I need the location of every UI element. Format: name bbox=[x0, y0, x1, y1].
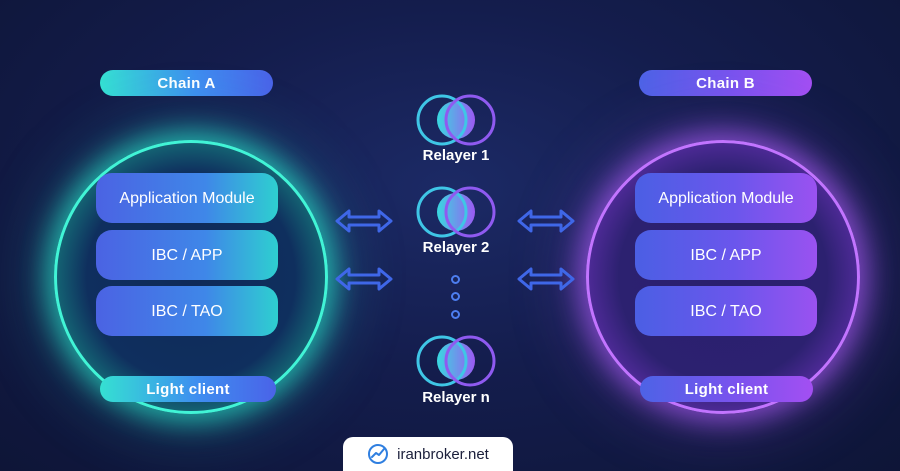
chain-a-title: Chain A bbox=[100, 70, 273, 96]
ellipsis-dot bbox=[451, 275, 460, 284]
relayer-n-icon bbox=[416, 335, 496, 387]
ellipsis-dot bbox=[451, 292, 460, 301]
watermark-badge: iranbroker.net bbox=[343, 437, 513, 471]
chart-logo-icon bbox=[368, 444, 389, 464]
chain-b-light-client: Light client bbox=[640, 376, 813, 402]
relayer-2-icon bbox=[416, 186, 496, 238]
chain-b-ibc-tao: IBC / TAO bbox=[635, 286, 817, 336]
ellipsis-dot bbox=[451, 310, 460, 319]
double-arrow-icon bbox=[517, 209, 575, 233]
chain-a-ibc-tao: IBC / TAO bbox=[96, 286, 278, 336]
watermark-text: iranbroker.net bbox=[397, 445, 489, 463]
chain-b-title: Chain B bbox=[639, 70, 812, 96]
relayer-2-label: Relayer 2 bbox=[422, 239, 490, 256]
chain-b-application-module: Application Module bbox=[635, 173, 817, 223]
relayer-n-label: Relayer n bbox=[422, 389, 490, 406]
chain-a-light-client: Light client bbox=[100, 376, 276, 402]
chain-a-application-module: Application Module bbox=[96, 173, 278, 223]
double-arrow-icon bbox=[335, 209, 393, 233]
chain-a-ibc-app: IBC / APP bbox=[96, 230, 278, 280]
chain-b-ibc-app: IBC / APP bbox=[635, 230, 817, 280]
relayer-1-label: Relayer 1 bbox=[422, 147, 490, 164]
double-arrow-icon bbox=[517, 267, 575, 291]
double-arrow-icon bbox=[335, 267, 393, 291]
relayer-1-icon bbox=[416, 94, 496, 146]
